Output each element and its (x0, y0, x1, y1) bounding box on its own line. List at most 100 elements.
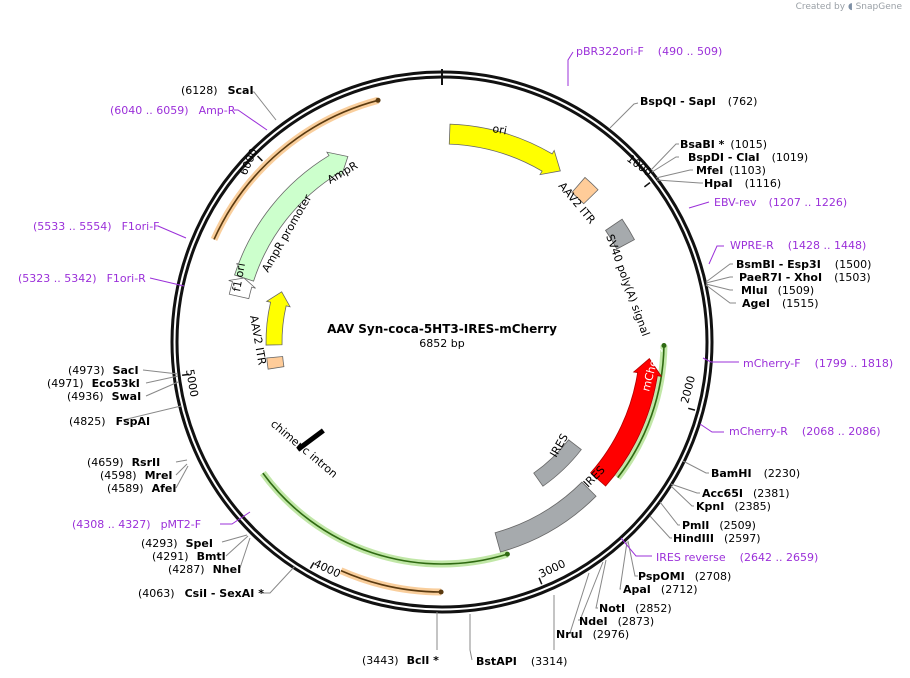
enzyme-name-bsabi: BsaBI * (680, 138, 725, 151)
enzyme-pos-bsmbi: (1500) (835, 258, 872, 271)
ori-label: ori (491, 122, 507, 137)
aav2-itr-left-label: AAV2 ITR (247, 314, 269, 366)
enzyme-name-bamhi: BamHI (711, 467, 752, 480)
enzyme-pos-noti: (2852) (635, 602, 672, 615)
enzyme-name-ndei: NdeI (579, 615, 608, 628)
enzyme-name-mrei: MreI (145, 469, 173, 482)
orf-arc-2 (614, 342, 668, 480)
enzyme-name-xhoi: XhoI (794, 271, 822, 284)
tick-layer (182, 155, 696, 585)
enzyme-name-scai: ScaI (228, 84, 254, 97)
feature-aav2-itr-left (266, 356, 285, 370)
enzyme-name-pspomi: PspOMI (638, 570, 685, 583)
enzyme-name-bspdi: BspDI (688, 151, 724, 164)
enzyme-label-bstapi: BstAPI(3314) (476, 655, 567, 668)
enzyme-label-bcli: (3443)BclI * (362, 654, 439, 667)
enzyme-name-acc65i: Acc65I (702, 487, 743, 500)
enzyme-name-apai: ApaI (623, 583, 651, 596)
primer-range-wpre-r: (1428 .. 1448) (788, 239, 867, 252)
enzyme-pos-spei: (4293) (141, 537, 178, 550)
tick-mark-3000 (538, 577, 543, 585)
enzyme-pos-bamhi: (2230) (764, 467, 801, 480)
primer-name-amp-r: Amp-R (199, 104, 236, 117)
sv40-polya-label: SV40 poly(A) signal (603, 233, 652, 338)
tick-label-5000: 5000 (183, 368, 201, 398)
primer-layer (149, 51, 739, 557)
feature-chimeric-intron (296, 428, 325, 452)
enzyme-pos-mlui: (1509) (778, 284, 815, 297)
enzyme-pos-paer7i: (1503) (834, 271, 871, 284)
primer-name-pmt2-f: pMT2-F (161, 518, 202, 531)
enzyme-label-bamhi: BamHI (2230) (711, 467, 800, 480)
primer-range-mcherry-f: (1799 .. 1818) (815, 357, 894, 370)
primer-label-wpre-r: WPRE-R(1428 .. 1448) (730, 239, 866, 252)
enzyme-label-hindiii: HindIII (2597) (673, 532, 761, 545)
enzyme-name-mfei: MfeI (696, 164, 723, 177)
enzyme-pos-bmti: (4291) (152, 550, 189, 563)
enzyme-label-agei: AgeI(1515) (742, 297, 819, 310)
enzyme-pos-swai: (4936) (67, 390, 104, 403)
enzyme-name-bstapi: BstAPI (476, 655, 517, 668)
feature-sv40-polya (604, 218, 636, 250)
enzyme-name-mlui: MluI (741, 284, 768, 297)
enzyme-pos-ndei: (2873) (618, 615, 655, 628)
enzyme-name-nrui: NruI (556, 628, 583, 641)
feature-ampr-promoter (228, 277, 256, 300)
enzyme-label-pmli: PmlI (2509) (682, 519, 756, 532)
enzyme-pos-hindiii: (2597) (724, 532, 761, 545)
leader-layer (122, 91, 736, 661)
primer-range-pbr322ori-f: (490 .. 509) (658, 45, 723, 58)
enzyme-pos-pspomi: (2708) (695, 570, 732, 583)
enzyme-name-csii: CsiI (185, 587, 207, 600)
snapgene-logo: ◖ (847, 2, 853, 12)
primer-range-ires-reverse: (2642 .. 2659) (740, 551, 819, 564)
plasmid-size: 6852 bp (419, 337, 464, 350)
enzyme-name-bsmbi: BsmBI (736, 258, 775, 271)
tick-mark-5000 (182, 373, 190, 377)
enzyme-label-bsabi: BsaBI *(1015) (680, 138, 767, 151)
enzyme-name-eco53ki: Eco53kI (92, 377, 140, 390)
primer-name-ebv-rev: EBV-rev (714, 196, 757, 209)
enzyme-pos-kpni: (2385) (734, 500, 771, 513)
primer-name-ires-reverse: IRES reverse (656, 551, 726, 564)
enzyme-name-bmti: BmtI (197, 550, 226, 563)
enzyme-name-sapi: SapI (688, 95, 715, 108)
tick-mark-6000 (256, 155, 263, 162)
primer-range-mcherry-r: (2068 .. 2086) (802, 425, 881, 438)
enzyme-label-afei: (4589)AfeI (107, 482, 176, 495)
enzyme-name-sexai: SexAI * (219, 587, 264, 600)
primer-range-pmt2-f: (4308 .. 4327) (72, 518, 151, 531)
enzyme-label-noti: NotI (2852) (599, 602, 672, 615)
feature-ampr (234, 151, 349, 282)
chimeric-intron-label: chimeric intron (268, 417, 340, 480)
primer-range-ebv-rev: (1207 .. 1226) (769, 196, 848, 209)
enzyme-pos-eco53ki: (4971) (47, 377, 84, 390)
enzyme-name-rsrii: RsrII (132, 456, 161, 469)
credit-brand: SnapGene (855, 2, 902, 12)
enzyme-label-saci: (4973)SacI (68, 364, 139, 377)
enzyme-label-acc65i: Acc65I(2381) (702, 487, 790, 500)
enzyme-name-pmli: PmlI (682, 519, 709, 532)
enzyme-label-ndei: NdeI (2873) (579, 615, 654, 628)
enzyme-label-nhei: (4287)NheI (168, 563, 241, 576)
primer-range-f1ori-r: (5323 .. 5342) (18, 272, 97, 285)
enzyme-pos-bspdi: (1019) (772, 151, 809, 164)
enzyme-pos-pmli: (2509) (719, 519, 756, 532)
feature-ires-1 (494, 481, 597, 553)
enzyme-label-mlui: MluI (1509) (741, 284, 814, 297)
primer-label-pmt2-f: (4308 .. 4327) pMT2-F (72, 518, 201, 531)
feature-layer (228, 123, 663, 553)
enzyme-name-spei: SpeI (186, 537, 213, 550)
enzyme-name-fspai: FspAI (116, 415, 151, 428)
enzyme-name-noti: NotI (599, 602, 625, 615)
enzyme-label-paer7i: PaeR7I - XhoI(1503) (739, 271, 871, 284)
enzyme-name-esp3i: Esp3I (787, 258, 821, 271)
enzyme-pos-fspai: (4825) (69, 415, 106, 428)
enzyme-name-hindiii: HindIII (673, 532, 714, 545)
primer-label-f1ori-r: (5323 .. 5342)F1ori-R (18, 272, 146, 285)
enzyme-name-saci: SacI (113, 364, 139, 377)
enzyme-label-pspomi: PspOMI (2708) (638, 570, 731, 583)
tick-label-2000: 2000 (678, 374, 698, 404)
enzyme-pos-afei: (4589) (107, 482, 144, 495)
